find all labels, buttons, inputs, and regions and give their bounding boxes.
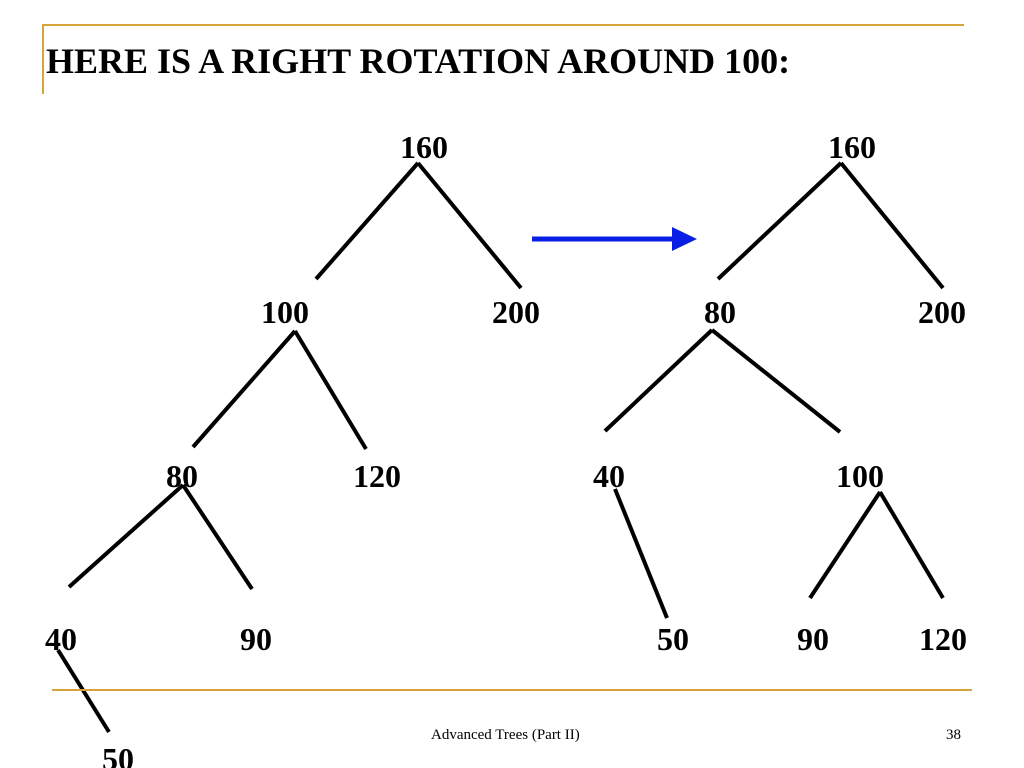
- after-node-160: 160: [828, 129, 876, 165]
- before-tree-nodes: 160 100 200 80 120 40 90 50: [45, 129, 540, 768]
- before-node-200: 200: [492, 294, 540, 330]
- after-node-120: 120: [919, 621, 967, 657]
- before-node-120: 120: [353, 458, 401, 494]
- after-edge-100-120: [878, 490, 945, 600]
- after-edge-100-90: [808, 490, 882, 600]
- before-node-40: 40: [45, 621, 77, 657]
- before-edge-160-200: [416, 161, 523, 290]
- before-edge-80-40: [67, 483, 185, 589]
- after-tree-nodes: 160 80 200 40 100 50 90 120: [593, 129, 967, 657]
- after-edge-160-200: [839, 161, 945, 290]
- after-node-80: 80: [704, 294, 736, 330]
- arrow-head-icon: [672, 227, 697, 251]
- after-node-200: 200: [918, 294, 966, 330]
- transition-arrow: [532, 227, 697, 251]
- footer-title: Advanced Trees (Part II): [431, 727, 580, 743]
- before-edge-100-120: [293, 329, 368, 451]
- before-edge-160-100: [314, 161, 420, 281]
- before-edge-40-50: [56, 648, 111, 734]
- after-node-50: 50: [657, 621, 689, 657]
- before-node-100: 100: [261, 294, 309, 330]
- before-tree-edges: [56, 161, 523, 734]
- after-node-100: 100: [836, 458, 884, 494]
- before-node-90: 90: [240, 621, 272, 657]
- before-node-160: 160: [400, 129, 448, 165]
- after-tree-edges: [603, 161, 945, 619]
- after-node-40: 40: [593, 458, 625, 494]
- before-edge-100-80: [191, 329, 297, 449]
- before-node-80: 80: [166, 458, 198, 494]
- after-edge-80-40: [603, 328, 714, 433]
- slide-title: HERE IS A RIGHT ROTATION AROUND 100:: [46, 41, 791, 81]
- after-node-90: 90: [797, 621, 829, 657]
- title-accent-rule: [42, 24, 964, 26]
- before-edge-80-90: [181, 483, 254, 591]
- after-edge-160-80: [716, 161, 843, 281]
- after-edge-80-100: [710, 328, 842, 434]
- after-edge-40-50: [613, 488, 669, 619]
- footer-rule: [52, 689, 972, 691]
- page-number: 38: [946, 727, 961, 743]
- before-node-50: 50: [102, 741, 134, 768]
- title-accent-bar: [42, 24, 44, 94]
